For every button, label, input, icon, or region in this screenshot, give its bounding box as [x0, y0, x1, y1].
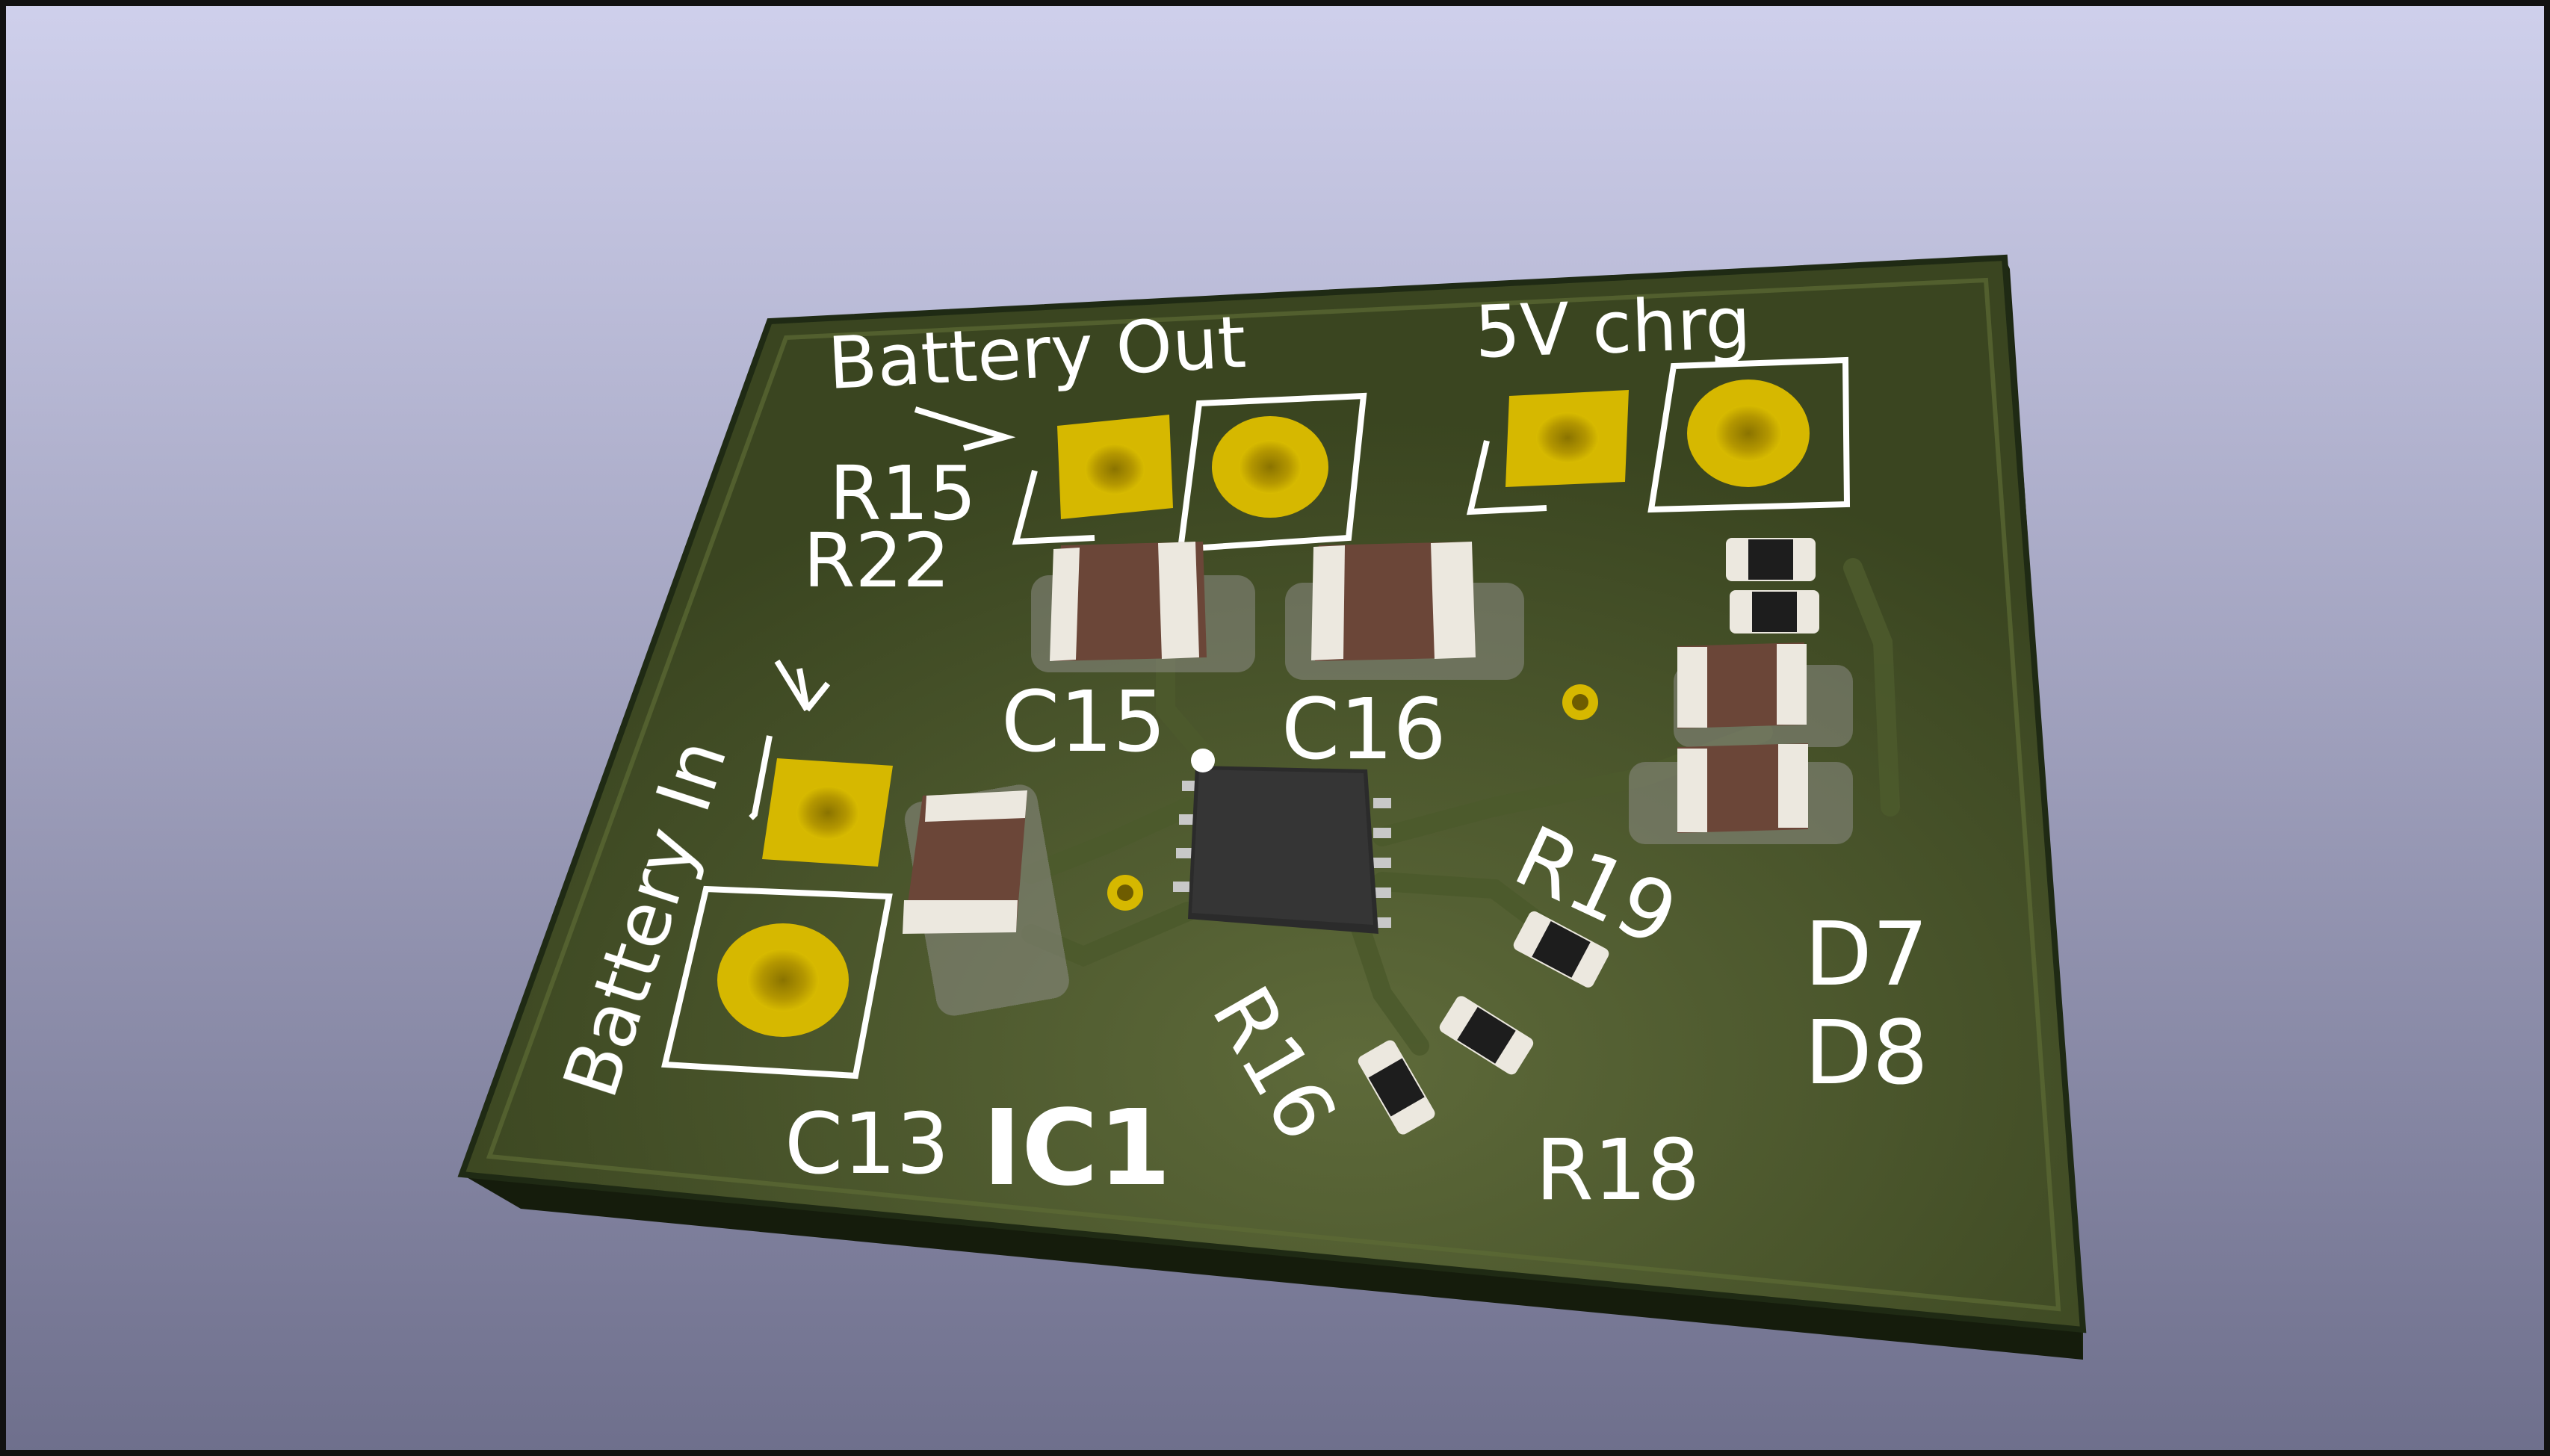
label-ic1: IC1: [982, 1088, 1171, 1209]
cap-right-1: [1677, 642, 1807, 728]
cap-right-1-end-l: [1677, 647, 1707, 728]
c16-end-right: [1431, 542, 1476, 659]
ic1-pin1-dot: [1191, 749, 1215, 772]
label-5v-chrg: 5V chrg: [1473, 281, 1752, 374]
battery-in-pad-hole-1: [796, 786, 859, 840]
pcb-board-edge-highlight: [486, 277, 2061, 1312]
battery-out-arrow: [914, 406, 1016, 451]
charge-bracket: [1466, 440, 1547, 515]
label-d7: D7: [1804, 902, 1928, 1006]
label-c15: C15: [1001, 674, 1166, 771]
battery-in-pad-hole-2: [747, 949, 819, 1012]
c15-end-left: [1050, 548, 1080, 661]
c13-end-bottom: [903, 900, 1018, 934]
battery-out-outline: [1177, 392, 1367, 553]
label-c16: C16: [1281, 681, 1446, 778]
capacitor-c13[interactable]: [903, 790, 1027, 934]
c13-end-top: [925, 790, 1027, 822]
ic1-body-top: [1192, 769, 1373, 925]
smd-parts-right[interactable]: [1677, 538, 1819, 833]
led-d7-top-center: [1748, 539, 1793, 580]
c13-body: [904, 792, 1027, 930]
cap-right-2-end-l: [1677, 749, 1707, 832]
battery-in-arrow: [774, 659, 831, 712]
cap-right-1-end-r: [1777, 644, 1807, 725]
via-2-hole: [1572, 694, 1588, 710]
r16-center: [1368, 1058, 1425, 1117]
ic1-pins-left: [1173, 781, 1198, 892]
capacitor-c15[interactable]: [1050, 542, 1207, 661]
battery-in-outline: [661, 885, 893, 1079]
c15-end-right: [1158, 542, 1199, 659]
charge-pad-hole-2: [1715, 405, 1782, 462]
battery-in-bracket: [749, 735, 773, 820]
battery-out-bracket: [1012, 469, 1095, 545]
battery-out-pad-hole-1: [1085, 444, 1145, 495]
resistor-r18[interactable]: [1438, 994, 1535, 1076]
board-side: [462, 1174, 2083, 1360]
label-d8: D8: [1804, 1001, 1928, 1104]
label-r15: R15: [829, 450, 977, 537]
charge-5v-connector[interactable]: [1466, 356, 1851, 515]
battery-out-connector[interactable]: [1012, 392, 1367, 553]
capacitor-c16[interactable]: [1311, 542, 1476, 661]
r19-center: [1532, 920, 1591, 978]
battery-in-connector[interactable]: [661, 735, 893, 1079]
led-d8-top-center: [1752, 592, 1797, 632]
label-c13: C13: [785, 1096, 950, 1193]
cap-right-2: [1677, 743, 1808, 833]
label-r18: R18: [1535, 1122, 1700, 1219]
charge-pad-hole-1: [1536, 412, 1599, 463]
charge-outline: [1647, 356, 1851, 513]
resistor-r16[interactable]: [1356, 1038, 1437, 1137]
ic-ic1[interactable]: [1173, 749, 1391, 934]
battery-out-pad-hole-2: [1239, 440, 1302, 494]
via-1-hole: [1117, 885, 1133, 901]
c16-end-left: [1311, 545, 1345, 660]
cap-right-2-end-r: [1778, 744, 1808, 828]
r18-center: [1457, 1006, 1516, 1064]
label-r22: R22: [803, 517, 950, 604]
resistor-r19[interactable]: [1511, 909, 1611, 990]
